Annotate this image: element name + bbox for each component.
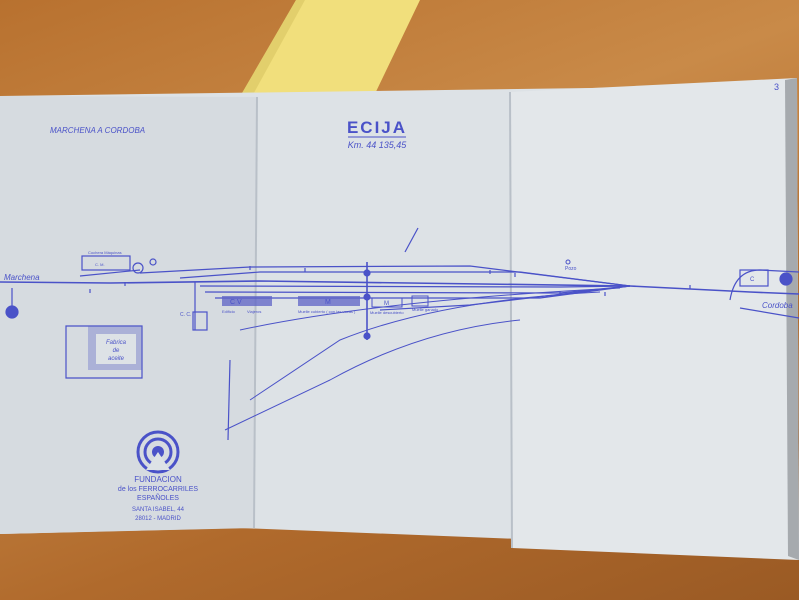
label-edificio: Edificio — [222, 309, 236, 314]
label-cc: C. C. — [180, 312, 191, 318]
stamp-line5: 28012 - MADRID — [135, 516, 181, 522]
factory-label-line1: Fabrica — [106, 340, 127, 346]
stamp-line3: ESPAÑOLES — [137, 493, 179, 502]
oil-factory — [65, 325, 143, 379]
route-label: MARCHENA A CORDOBA — [50, 126, 145, 135]
yellow-folder — [238, 0, 420, 100]
label-cocheron: Cochera Máquinas — [88, 250, 122, 255]
label-cv: C V — [230, 299, 242, 306]
stamp-line2: de los FERROCARRILES — [118, 486, 198, 493]
label-muelle-cubierto: Muelle cubierto ( con las vacas ) — [298, 309, 356, 314]
label-m-large: M — [325, 299, 331, 306]
fold-line — [253, 96, 258, 529]
label-c-right: C — [750, 277, 755, 283]
label-m-small: M — [384, 301, 389, 307]
page-number: 3 — [774, 82, 779, 92]
label-left-end: Marchena — [4, 273, 40, 282]
foundation-stamp-logo — [136, 430, 180, 474]
stamp-line4: SANTA ISABEL, 44 — [132, 507, 185, 513]
station-buildings — [222, 295, 429, 308]
label-muelle-descubierto: Muelle descubierto — [370, 310, 404, 315]
plan-title: ECIJA — [347, 118, 407, 137]
kilometre-marker: Km. 44 135,45 — [348, 140, 408, 150]
stamp-line1: FUNDACION — [134, 475, 182, 484]
fold-line — [509, 91, 513, 549]
factory-label-line2: de — [113, 348, 120, 354]
label-pozo: Pozo — [565, 266, 577, 272]
factory-label-line3: aceite — [108, 356, 125, 362]
label-right-end: Cordoba — [762, 301, 793, 310]
label-viajeros: Viajeros — [247, 309, 261, 314]
label-muelle-ganado: Muelle ganado — [412, 307, 439, 312]
label-cm: C. M. — [95, 262, 105, 267]
